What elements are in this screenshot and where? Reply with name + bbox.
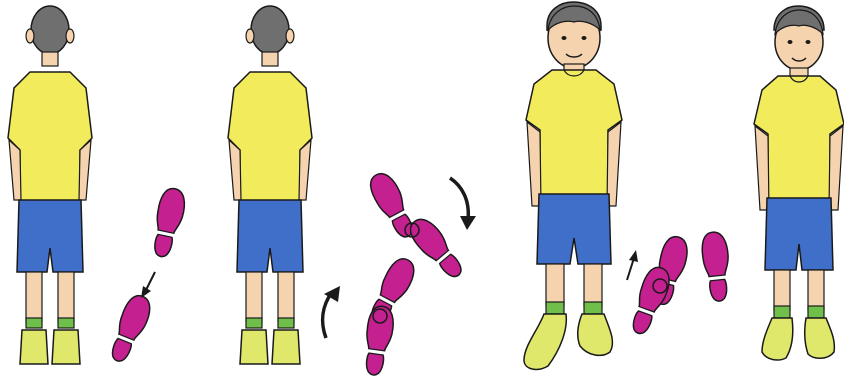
footprint-4 <box>700 231 732 303</box>
boy-front-view-1 <box>524 2 622 369</box>
footprint-pair-2 <box>323 169 476 377</box>
clockwise-arrow-icon <box>450 178 476 230</box>
footprint-pair-1 <box>106 186 188 365</box>
arrow-up-icon <box>627 250 638 280</box>
footprint-front-1 <box>149 186 188 259</box>
counterclockwise-arrow-icon <box>323 286 340 338</box>
boy-front-view-2 <box>754 6 844 360</box>
footprint-single-4 <box>700 231 732 303</box>
arrow-down-left-icon <box>141 272 155 298</box>
footprint-pair-3 <box>626 234 690 338</box>
footprint-bottom-lower <box>361 305 396 377</box>
boy-back-view-2 <box>228 6 312 364</box>
boy-back-view-1 <box>8 6 92 364</box>
footprint-back-1 <box>106 292 155 366</box>
